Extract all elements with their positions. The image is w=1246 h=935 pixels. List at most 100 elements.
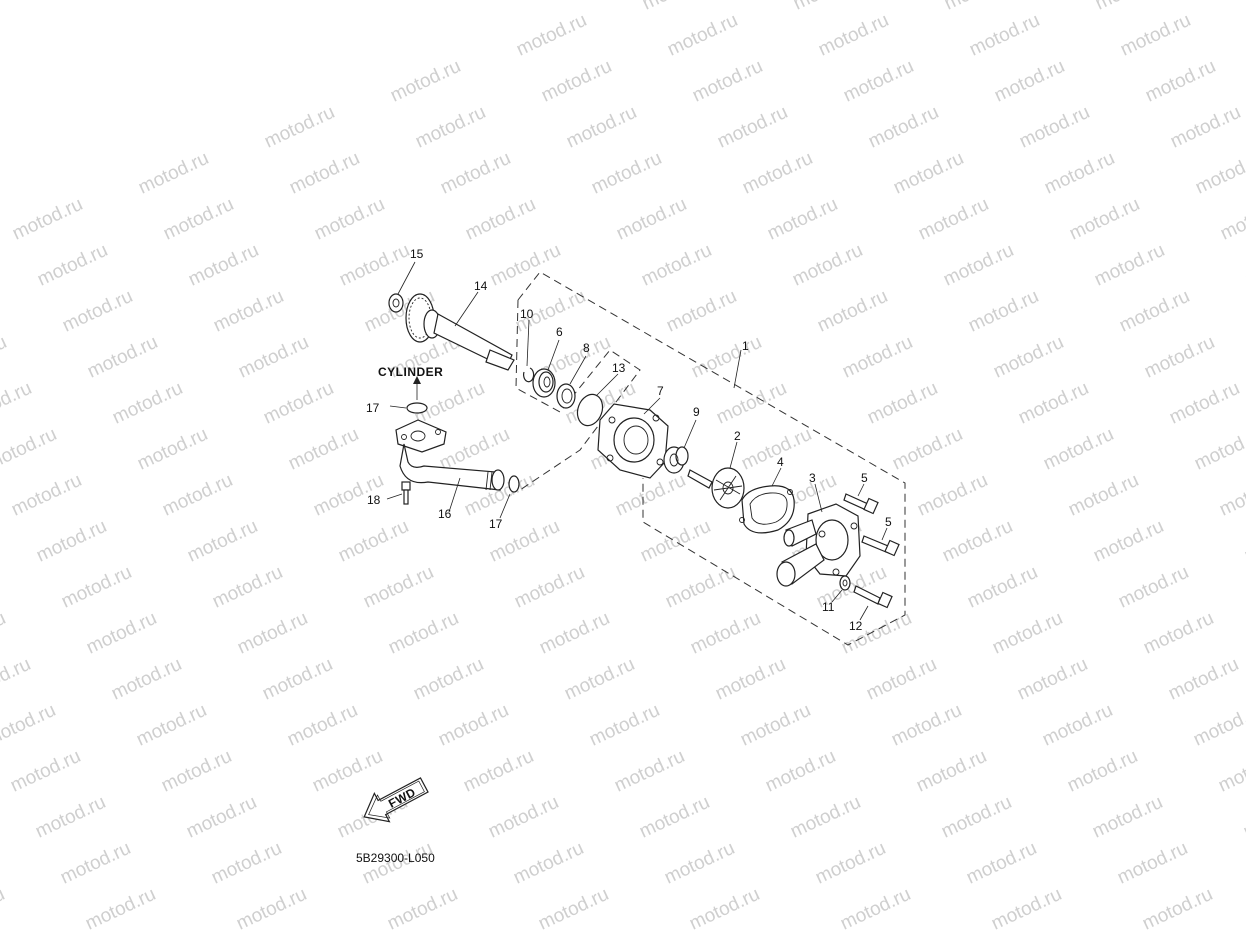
watermark-text: motod.ru [208, 838, 285, 889]
watermark-text: motod.ru [0, 700, 59, 751]
watermark-text: motod.ru [1240, 792, 1246, 843]
watermark-text: motod.ru [888, 700, 965, 751]
watermark-text: motod.ru [183, 792, 260, 843]
watermark-text: motod.ru [1015, 378, 1092, 429]
watermark-text: motod.ru [1117, 10, 1194, 61]
watermark-text: motod.ru [1192, 148, 1246, 199]
watermark-text: motod.ru [209, 562, 286, 613]
callout-5-upper: 5 [861, 471, 868, 485]
watermark-text: motod.ru [513, 10, 590, 61]
watermark-text: motod.ru [9, 194, 86, 245]
callout-13: 13 [612, 361, 626, 375]
watermark-text: motod.ru [762, 746, 839, 797]
watermark-text: motod.ru [1091, 240, 1168, 291]
watermark-text: motod.ru [686, 884, 763, 935]
watermark-text: motod.ru [890, 148, 967, 199]
watermark-text: motod.ru [0, 424, 60, 475]
watermark-text: motod.ru [737, 700, 814, 751]
watermark-text: motod.ru [1191, 424, 1246, 475]
watermark-text: motod.ru [0, 884, 8, 935]
flange-bolt-part [401, 481, 411, 505]
watermark-text: motod.ru [1064, 746, 1141, 797]
watermark-text: motod.ru [966, 10, 1043, 61]
watermark-text: motod.ru [412, 102, 489, 153]
watermark-text: motod.ru [538, 56, 615, 107]
seal-group-outline [515, 299, 641, 491]
watermark-text: motod.ru [410, 654, 487, 705]
water-pipe-part [395, 419, 505, 491]
watermark-text: motod.ru [160, 194, 237, 245]
watermark-text: motod.ru [511, 562, 588, 613]
watermark-text: motod.ru [687, 608, 764, 659]
watermark-text: motod.ru [787, 792, 864, 843]
watermark-text: motod.ru [135, 148, 212, 199]
watermark-text: motod.ru [411, 378, 488, 429]
watermark-text: motod.ru [991, 56, 1068, 107]
gasket-part [739, 485, 795, 534]
watermark-text: motod.ru [636, 792, 713, 843]
watermark-text: motod.ru [864, 378, 941, 429]
watermark-text: motod.ru [1089, 792, 1166, 843]
watermark-text: motod.ru [1140, 608, 1217, 659]
watermark-text: motod.ru [1016, 102, 1093, 153]
watermark-text: motod.ru [837, 884, 914, 935]
callout-labels: 1 2 3 4 5 5 6 7 8 9 10 11 12 13 14 15 16… [366, 247, 892, 633]
pump-cover-part [776, 503, 861, 587]
watermark-text: motod.ru [133, 700, 210, 751]
callout-15: 15 [410, 247, 424, 261]
bolt-upper-part [843, 493, 879, 515]
watermark-text: motod.ru [0, 332, 10, 383]
watermark-text: motod.ru [360, 562, 437, 613]
watermark-text: motod.ru [965, 286, 1042, 337]
watermark-text: motod.ru [1142, 56, 1219, 107]
watermark-text: motod.ru [0, 378, 35, 429]
watermark-text: motod.ru [184, 516, 261, 567]
watermark-text: motod.ru [0, 654, 34, 705]
watermark-text: motod.ru [639, 0, 716, 15]
watermark-text: motod.ru [840, 56, 917, 107]
watermark-text: motod.ru [235, 332, 312, 383]
watermark-text: motod.ru [1215, 746, 1246, 797]
watermark-text: motod.ru [914, 470, 991, 521]
o-ring-lower-part [508, 475, 520, 493]
watermark-text: motod.ru [385, 608, 462, 659]
watermark-text: motod.ru [863, 654, 940, 705]
watermark-text: motod.ru [789, 240, 866, 291]
impeller-shaft-part [405, 293, 515, 371]
watermark-text: motod.ru [662, 562, 739, 613]
watermark-text: motod.ru [233, 884, 310, 935]
watermark-text: motod.ru [664, 10, 741, 61]
watermark-text: motod.ru [335, 516, 412, 567]
watermark-text: motod.ru [1041, 148, 1118, 199]
watermark-text: motod.ru [309, 746, 386, 797]
watermark-text: motod.ru [1066, 194, 1143, 245]
watermark-text: motod.ru [159, 470, 236, 521]
copper-washer-part [839, 575, 851, 591]
watermark-text: motod.ru [714, 102, 791, 153]
watermark-text: motod.ru [58, 562, 135, 613]
watermark-text: motod.ru [1241, 516, 1246, 567]
oil-seal-part [556, 383, 576, 409]
watermark-text: motod.ru [812, 838, 889, 889]
watermark-text: motod.ru [83, 608, 160, 659]
watermark-text: motod.ru [1242, 240, 1246, 291]
watermark-text: motod.ru [712, 654, 789, 705]
watermark-text: motod.ru [1115, 562, 1192, 613]
watermark-text: motod.ru [1114, 838, 1191, 889]
watermark-text: motod.ru [1167, 102, 1244, 153]
watermark-text: motod.ru [82, 884, 159, 935]
callout-2: 2 [734, 429, 741, 443]
watermark-text: motod.ru [234, 608, 311, 659]
watermark-text: motod.ru [1090, 516, 1167, 567]
watermark-text: motod.ru [1039, 700, 1116, 751]
watermark-text: motod.ru [185, 240, 262, 291]
watermark-text: motod.ru [588, 148, 665, 199]
watermark-text: motod.ru [261, 102, 338, 153]
callout-8: 8 [583, 341, 590, 355]
watermark-text: motod.ru [33, 516, 110, 567]
watermark-text: motod.ru [815, 10, 892, 61]
washer-part [388, 293, 404, 313]
watermark-text: motod.ru [286, 148, 363, 199]
watermark-text: motod.ru [485, 792, 562, 843]
o-ring-upper-part [406, 402, 428, 414]
